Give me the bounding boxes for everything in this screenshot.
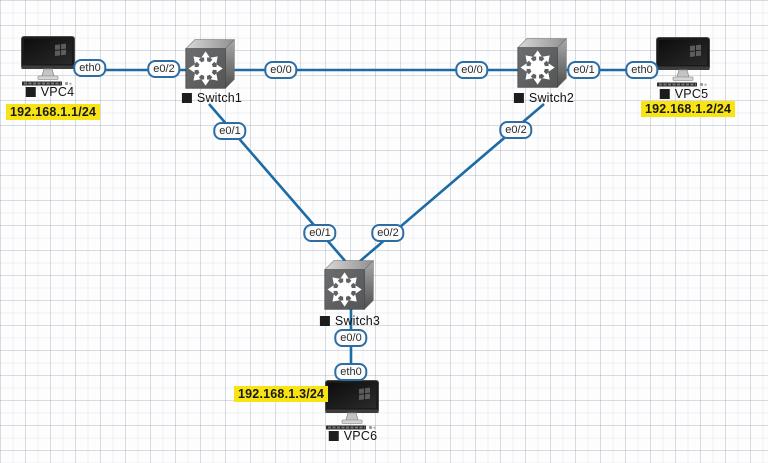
node-status-square bbox=[328, 431, 339, 441]
port-label-switch2-e0-1[interactable]: e0/1 bbox=[567, 61, 601, 79]
node-label-vpc4[interactable]: VPC4 bbox=[25, 85, 75, 99]
port-label-vpc6-eth0[interactable]: eth0 bbox=[334, 363, 368, 381]
node-name: Switch1 bbox=[196, 91, 243, 105]
node-label-switch1[interactable]: Switch1 bbox=[181, 91, 243, 105]
switch-icon-switch1[interactable] bbox=[184, 36, 238, 92]
port-label-switch1-e0-1[interactable]: e0/1 bbox=[213, 122, 247, 140]
port-label-switch1-e0-0[interactable]: e0/0 bbox=[264, 61, 298, 79]
ip-annotation-vpc4[interactable]: 192.168.1.1/24 bbox=[6, 104, 101, 120]
pc-icon-vpc5[interactable] bbox=[656, 37, 712, 87]
node-status-square bbox=[181, 93, 192, 103]
node-status-square bbox=[513, 93, 524, 103]
port-label-switch2-e0-2[interactable]: e0/2 bbox=[499, 121, 533, 139]
switch-icon-switch2[interactable] bbox=[516, 35, 570, 91]
node-status-square bbox=[25, 87, 36, 97]
node-label-switch3[interactable]: Switch3 bbox=[319, 314, 381, 328]
ip-annotation-vpc5[interactable]: 192.168.1.2/24 bbox=[641, 101, 736, 117]
port-label-switch3-e0-0[interactable]: e0/0 bbox=[334, 329, 368, 347]
port-label-switch3-e0-2[interactable]: e0/2 bbox=[371, 224, 405, 242]
node-status-square bbox=[319, 316, 330, 326]
ip-annotation-vpc6[interactable]: 192.168.1.3/24 bbox=[234, 386, 329, 402]
pc-icon-vpc6[interactable] bbox=[325, 380, 381, 430]
node-label-vpc6[interactable]: VPC6 bbox=[328, 429, 378, 443]
pc-icon-vpc4[interactable] bbox=[21, 36, 77, 86]
node-label-vpc5[interactable]: VPC5 bbox=[659, 87, 709, 101]
node-name: Switch2 bbox=[528, 91, 575, 105]
node-status-square bbox=[659, 89, 670, 99]
port-label-switch1-e0-2[interactable]: e0/2 bbox=[147, 60, 181, 78]
port-label-vpc5-eth0[interactable]: eth0 bbox=[625, 61, 659, 79]
port-label-vpc4-eth0[interactable]: eth0 bbox=[73, 59, 107, 77]
node-name: Switch3 bbox=[334, 314, 381, 328]
node-name: VPC6 bbox=[343, 429, 378, 443]
node-label-switch2[interactable]: Switch2 bbox=[513, 91, 575, 105]
port-label-switch3-e0-1[interactable]: e0/1 bbox=[303, 224, 337, 242]
node-name: VPC4 bbox=[40, 85, 75, 99]
node-name: VPC5 bbox=[674, 87, 709, 101]
port-label-switch2-e0-0[interactable]: e0/0 bbox=[455, 61, 489, 79]
switch-icon-switch3[interactable] bbox=[323, 257, 377, 313]
